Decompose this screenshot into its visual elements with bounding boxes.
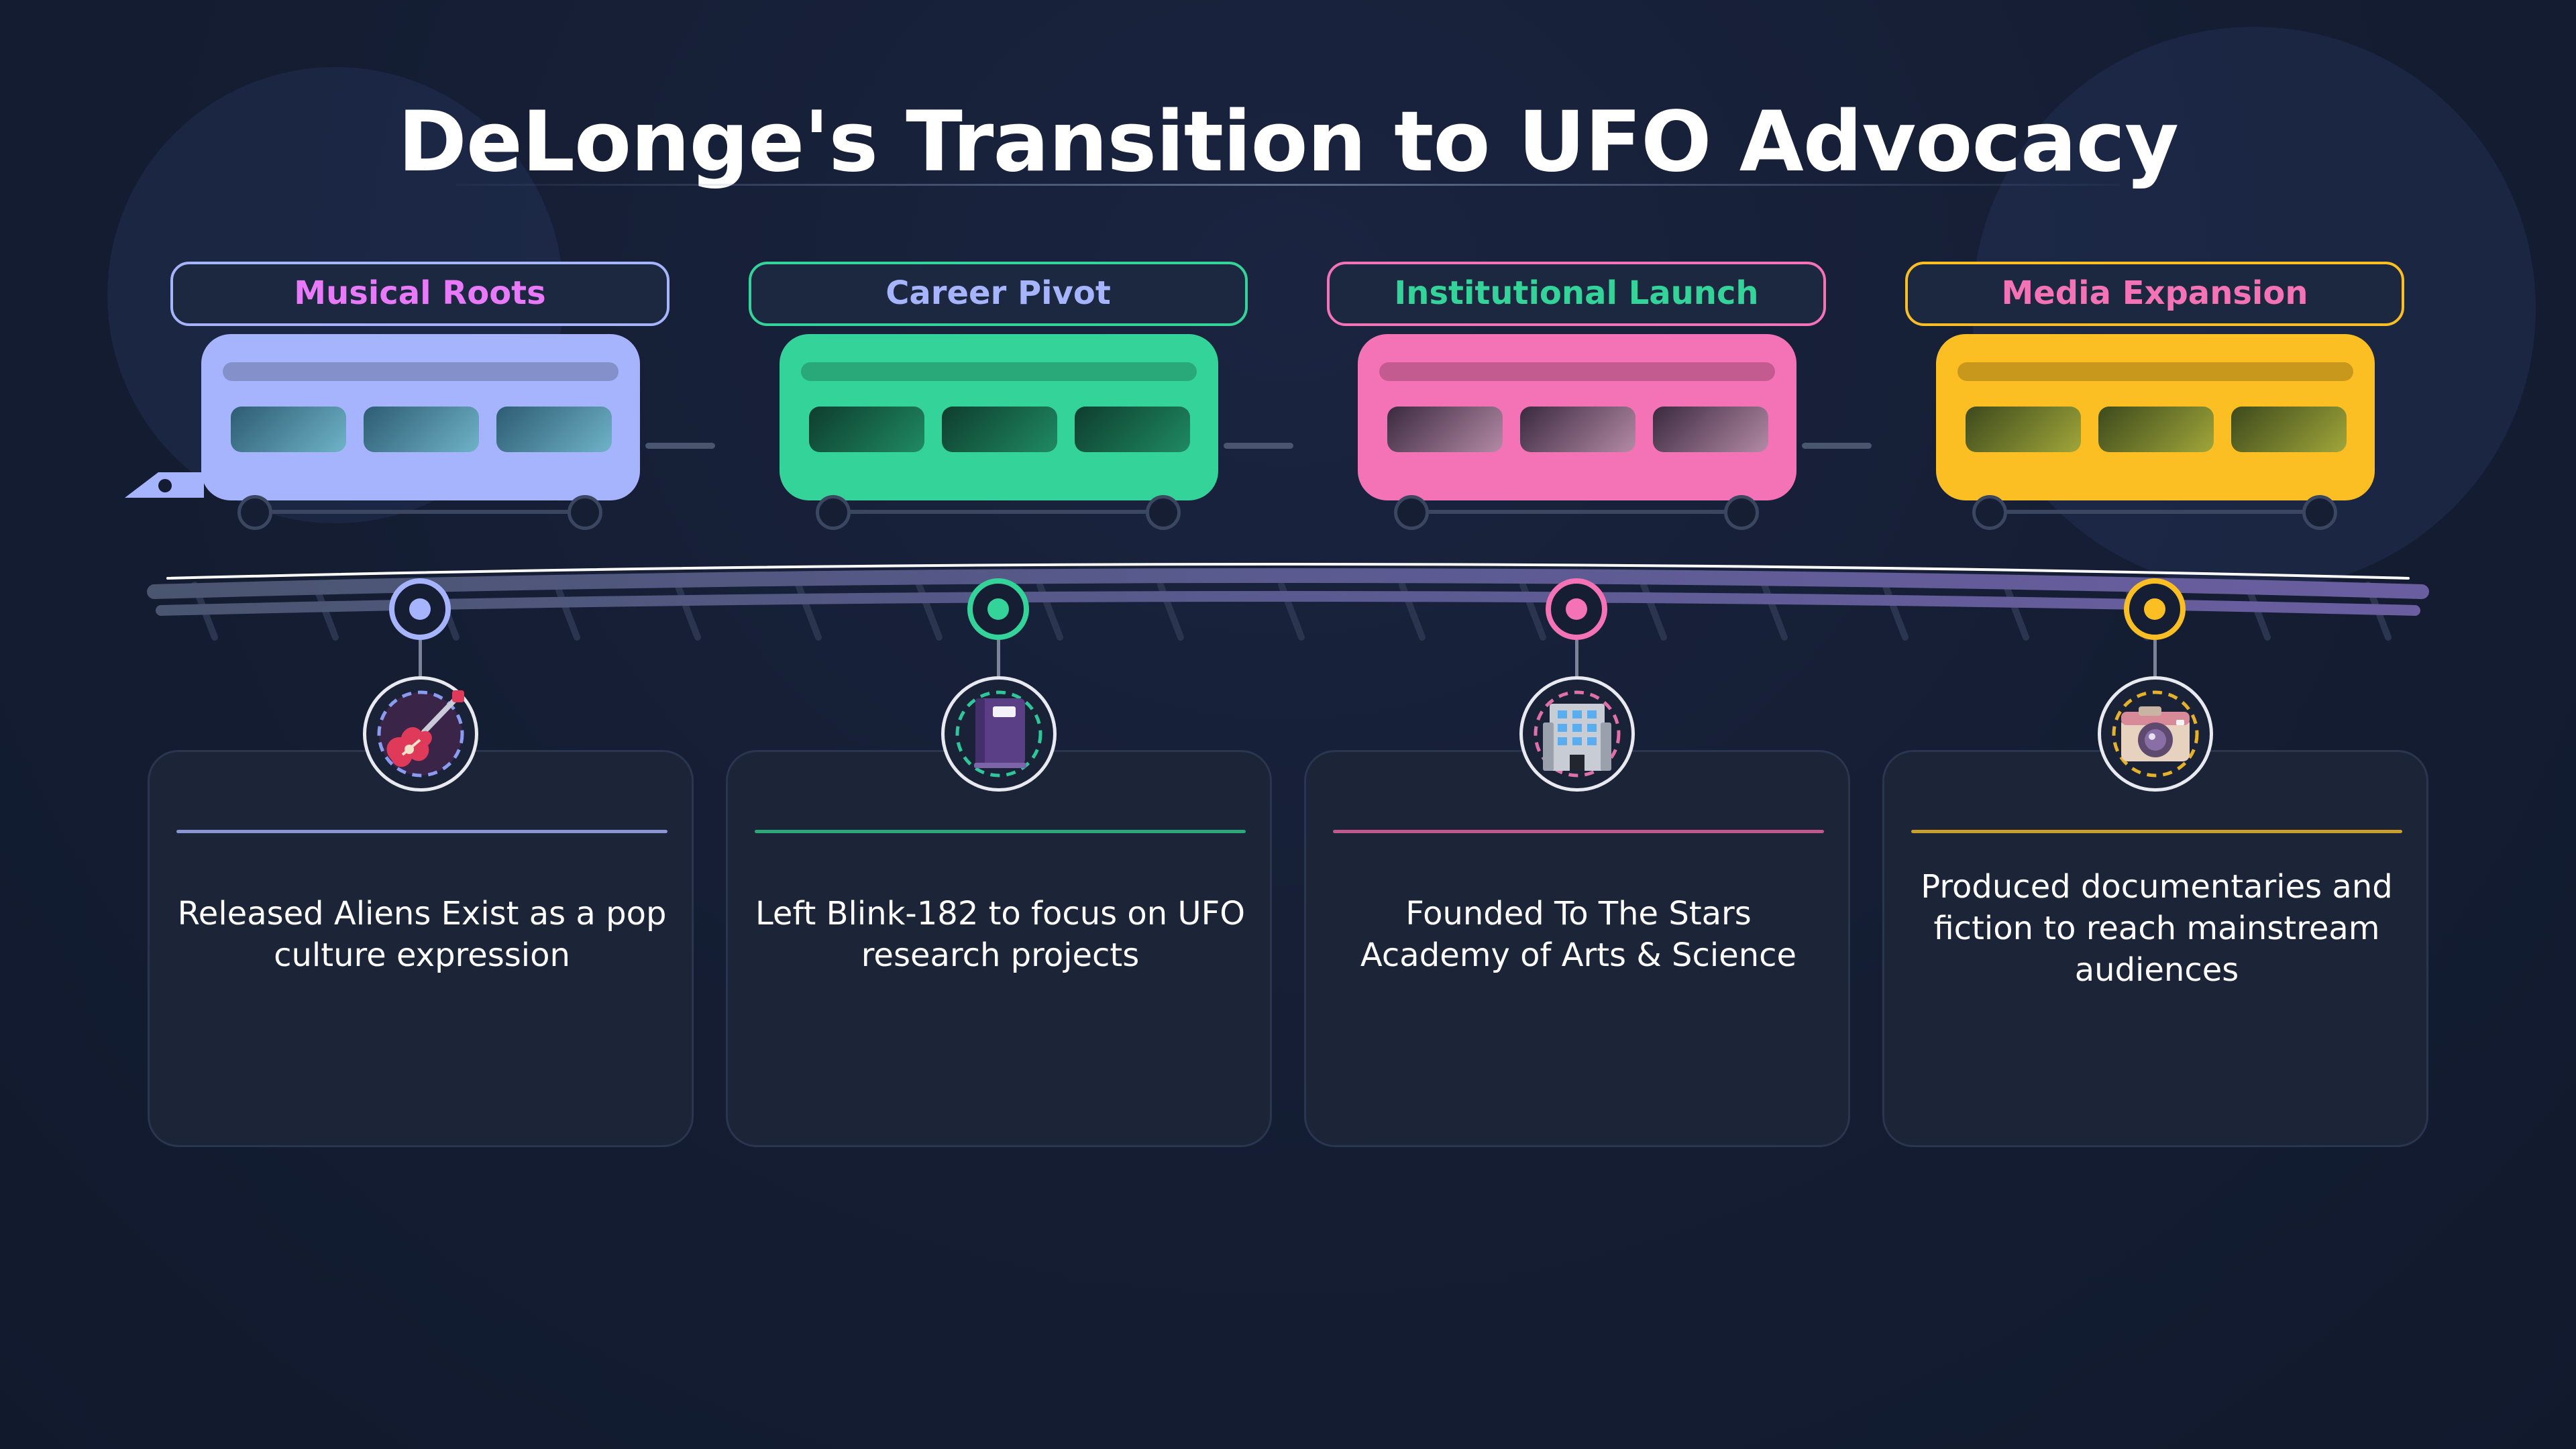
coupler (645, 443, 715, 449)
stage-description: Released Aliens Exist as a pop culture e… (177, 895, 667, 974)
car-window (2231, 407, 2347, 452)
car-roof-stripe (1957, 362, 2353, 381)
timeline-node-musical-roots (389, 578, 451, 640)
wheel (1394, 495, 1429, 530)
car-roof-stripe (801, 362, 1197, 381)
train-car-career-pivot (780, 334, 1218, 500)
stage-label-career-pivot: Career Pivot (749, 262, 1248, 326)
stage-label-musical-roots: Musical Roots (170, 262, 669, 326)
train-car-institutional-launch (1358, 334, 1796, 500)
card-divider (1333, 830, 1824, 833)
car-axle (255, 510, 586, 514)
stage-description: Founded To The Stars Academy of Arts & S… (1360, 895, 1797, 974)
timeline-track (147, 563, 2429, 641)
locomotive-nose (125, 472, 204, 498)
timeline-node-dot (409, 598, 431, 620)
car-axle (1411, 510, 1743, 514)
page-title: DeLonge's Transition to UFO Advocacy (398, 94, 2179, 191)
wheel (568, 495, 602, 530)
train-car-musical-roots (201, 334, 640, 500)
timeline-node-career-pivot (967, 578, 1029, 640)
car-roof-stripe (223, 362, 619, 381)
car-window (1653, 407, 1768, 452)
car-window (1075, 407, 1190, 452)
notebook-icon (941, 676, 1057, 792)
timeline-node-dot (2144, 598, 2165, 620)
wheel (1724, 495, 1759, 530)
stage-description: Produced documentaries and fiction to re… (1921, 868, 2393, 989)
car-window (1387, 407, 1503, 452)
node-connector (419, 640, 422, 679)
wheel (237, 495, 272, 530)
node-connector (2153, 640, 2157, 679)
car-window (231, 407, 346, 452)
timeline-node-institutional-launch (1546, 578, 1607, 640)
electric-guitar-icon (363, 676, 478, 792)
car-window (2098, 407, 2214, 452)
car-axle (833, 510, 1165, 514)
timeline-node-dot (1566, 598, 1587, 620)
car-window (942, 407, 1057, 452)
car-window (364, 407, 479, 452)
stage-card-career-pivot: Left Blink-182 to focus on UFO research … (726, 750, 1272, 1147)
stage-description: Left Blink-182 to focus on UFO research … (755, 895, 1245, 974)
camera-icon (2098, 676, 2213, 792)
coupler (1802, 443, 1872, 449)
office-building-icon (1519, 676, 1635, 792)
node-connector (997, 640, 1000, 679)
node-connector (1575, 640, 1578, 679)
car-window (1966, 407, 2081, 452)
timeline-node-dot (987, 598, 1009, 620)
car-roof-stripe (1379, 362, 1775, 381)
train-car-media-expansion (1936, 334, 2375, 500)
stage-card-musical-roots: Released Aliens Exist as a pop culture e… (148, 750, 694, 1147)
wheel (2302, 495, 2337, 530)
car-window (496, 407, 612, 452)
stage-label-media-expansion: Media Expansion (1905, 262, 2404, 326)
title-underline (456, 184, 2120, 186)
stage-card-institutional-launch: Founded To The Stars Academy of Arts & S… (1304, 750, 1850, 1147)
wheel (816, 495, 851, 530)
coupler (1224, 443, 1293, 449)
car-window (1520, 407, 1635, 452)
card-divider (1911, 830, 2402, 833)
wheel (1972, 495, 2007, 530)
stage-card-media-expansion: Produced documentaries and fiction to re… (1882, 750, 2428, 1147)
card-divider (755, 830, 1246, 833)
wheel (1146, 495, 1181, 530)
car-window (809, 407, 924, 452)
timeline-node-media-expansion (2124, 578, 2186, 640)
car-axle (1990, 510, 2321, 514)
card-divider (176, 830, 667, 833)
stage-label-institutional-launch: Institutional Launch (1327, 262, 1826, 326)
